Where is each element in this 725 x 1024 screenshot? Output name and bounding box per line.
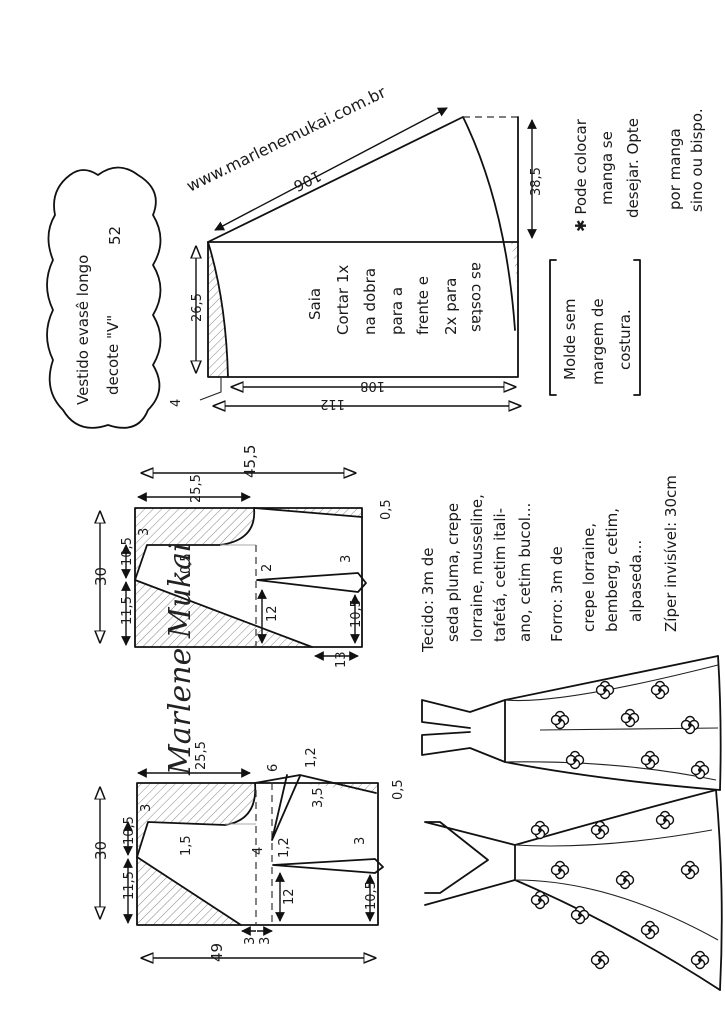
back-dim-height: 30 [92, 567, 110, 586]
back-dim-total-width: 45,5 [241, 445, 259, 478]
fabric-line: alpaseda... [627, 540, 645, 622]
fabric-line: Tecido: 3m de [419, 548, 437, 653]
skirt-dim-corner: 4 [169, 399, 184, 407]
designer-signature: Marlene Mukai [163, 542, 198, 776]
front-dim-dart-top: 1,2 [304, 747, 319, 768]
front-dim-gap-1: 3 [243, 937, 258, 945]
back-dim-waist-side: 10,5 [349, 599, 364, 628]
skirt-label-line: 2x para [442, 278, 460, 335]
front-dim-lower: 11,5 [122, 871, 137, 900]
skirt-pattern: 106 38,5 26,5 108 112 4 Saia Cortar 1x n… [169, 107, 544, 411]
back-dim-shoulder-width: 25,5 [189, 474, 204, 503]
sleeve-note-line: por manga [666, 128, 684, 210]
flower-icon [690, 760, 710, 780]
flower-icon [690, 950, 710, 970]
title-line-2: decote "V" [104, 315, 122, 395]
back-dim-dart-tip: 3 [339, 555, 354, 563]
flower-icon [530, 820, 550, 840]
back-dim-dart-length: 12 [265, 605, 280, 622]
back-dim-neck-curve: 0,5 [179, 553, 194, 574]
flower-icon [530, 890, 550, 910]
skirt-label-line: Cortar 1x [334, 265, 352, 335]
skirt-dim-left: 26,5 [190, 293, 205, 322]
back-dim-lower: 11,5 [120, 596, 135, 625]
back-dim-hem: 13 [334, 651, 349, 668]
flower-icon [590, 950, 610, 970]
skirt-dim-right: 38,5 [529, 167, 544, 196]
flower-icon [680, 715, 700, 735]
flower-icon [615, 870, 635, 890]
fabric-line: ano, cetim bucol... [516, 503, 534, 642]
skirt-dim-diagonal: 106 [291, 166, 325, 195]
front-dim-side: 0,5 [391, 779, 406, 800]
front-dim-total-width: 49 [208, 943, 226, 962]
dress-illustration-front [424, 789, 723, 991]
front-dim-gap-2: 3 [258, 937, 273, 945]
sleeve-note-line: manga se [598, 131, 616, 205]
seam-note-line: Molde sem [561, 299, 579, 380]
sleeve-note-line: sino ou bispo. [688, 108, 706, 212]
flower-icon [650, 680, 670, 700]
fabric-line: bemberg, cetim, [603, 508, 621, 632]
skirt-label-line: para a [388, 287, 406, 335]
front-dim-dart-length: 12 [282, 888, 297, 905]
flower-icon [590, 820, 610, 840]
title-size: 52 [106, 226, 124, 245]
skirt-label-line: na dobra [361, 268, 379, 335]
sleeve-note-line: desejar. Opte [624, 118, 642, 218]
fabric-line: tafetá, cetim itali- [491, 508, 509, 642]
fabric-line: Zíper invisível: 30cm [662, 475, 680, 632]
seam-allowance-note: Molde sem margem de costura. [549, 259, 641, 396]
front-dim-waist-side: 10,5 [364, 881, 379, 910]
front-dim-dart-offset: 4 [251, 847, 266, 855]
seam-note-line: margem de [589, 298, 607, 385]
title-line-1: Vestido evasê longo [74, 255, 92, 405]
back-dim-armhole: 10,5 [120, 537, 135, 566]
fabric-line: Forro: 3m de [548, 546, 566, 642]
flower-icon [620, 708, 640, 728]
skirt-dim-inner-width: 108 [360, 378, 385, 393]
seam-note-line: costura. [616, 309, 634, 370]
front-bodice-pattern: 25,5 6 1,2 3,5 0,5 30 10,5 11,5 3 1,5 4 … [92, 741, 406, 962]
fabric-line: lorraine, musseline, [468, 494, 486, 642]
website-url: www.marlenemukai.com.br [183, 82, 389, 195]
front-dim-dart-tip: 3 [353, 837, 368, 845]
fabric-line: crepe lorraine, [580, 523, 598, 632]
sleeve-note-line: ✱ Pode colocar [572, 118, 590, 232]
back-dim-dart-width: 2 [260, 564, 275, 572]
flower-icon [570, 905, 590, 925]
flower-icon [595, 680, 615, 700]
flower-icon [640, 750, 660, 770]
front-dim-shoulder-dart: 6 [266, 764, 281, 772]
flower-icon [655, 810, 675, 830]
dress-flower-print [530, 680, 710, 970]
dress-illustration-back [421, 655, 722, 791]
back-dim-side: 0,5 [379, 499, 394, 520]
front-dim-dart-width: 1,2 [277, 837, 292, 858]
front-dim-neck-drop: 3 [139, 804, 154, 812]
front-dim-neck-curve: 1,5 [179, 835, 194, 856]
skirt-label: Saia Cortar 1x na dobra para a frente e … [306, 262, 486, 335]
flower-icon [550, 860, 570, 880]
flower-icon [680, 860, 700, 880]
flower-icon [640, 920, 660, 940]
skirt-label-line: as costas [468, 262, 486, 332]
skirt-label-line: Saia [306, 288, 324, 320]
front-dim-height: 30 [92, 841, 110, 860]
back-bodice-pattern: 45,5 25,5 30 10,5 11,5 3 0,5 0,5 2 3 12 … [92, 445, 394, 668]
flower-icon [565, 750, 585, 770]
skirt-label-line: frente e [414, 276, 432, 335]
flower-icon [550, 710, 570, 730]
skirt-dim-outer-width: 112 [320, 396, 345, 411]
front-dim-dart-angle: 3,5 [311, 787, 326, 808]
sleeve-note: ✱ Pode colocar manga se desejar. Opte po… [572, 108, 706, 232]
fabric-line: seda pluma, crepe [444, 503, 462, 642]
fabric-notes: Tecido: 3m de seda pluma, crepe lorraine… [419, 475, 680, 653]
title-cloud: Vestido evasê longo decote "V" 52 [46, 166, 162, 429]
front-dim-armhole: 10,5 [122, 816, 137, 845]
back-dim-neck-drop: 3 [137, 528, 152, 536]
front-dim-shoulder-width: 25,5 [194, 741, 209, 770]
